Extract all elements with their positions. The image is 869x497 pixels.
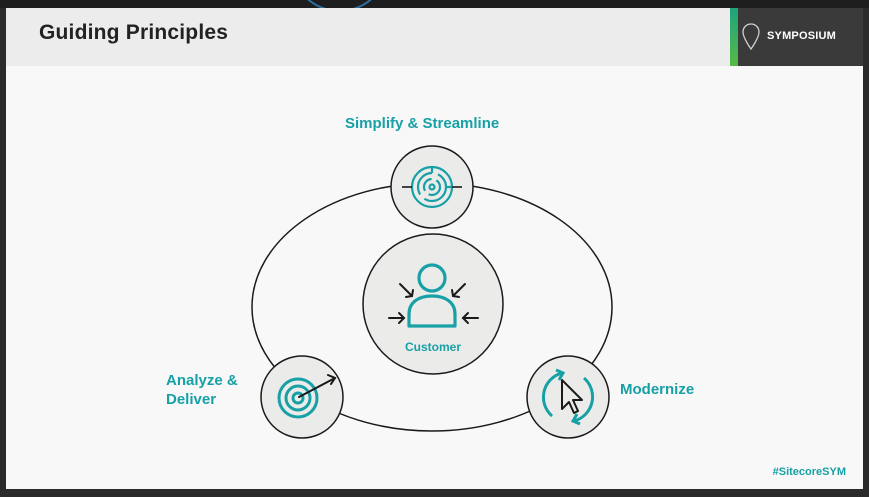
- customer-label: Customer: [404, 340, 461, 354]
- customer-node: [362, 233, 504, 375]
- slide-title: Guiding Principles: [39, 21, 229, 44]
- modernize-label: Modernize: [620, 381, 695, 398]
- customer-caption-wrap: Customer: [363, 234, 503, 374]
- analyze-label-line1: Analyze &: [166, 372, 238, 389]
- analyze-label-line2: Deliver: [166, 391, 217, 408]
- modernize-node: [526, 355, 610, 439]
- brand-stripe: [730, 8, 738, 66]
- location-pin-icon: [742, 23, 760, 51]
- simplify-node: [390, 145, 474, 229]
- brand-logo: SYMPOSIUM: [730, 8, 863, 66]
- principles-diagram: [251, 145, 613, 439]
- window-top-strip: [0, 0, 869, 8]
- slide: Guiding Principles SYMPOSIUM: [6, 8, 863, 489]
- simplify-label: Simplify & Streamline: [345, 115, 500, 132]
- analyze-node: [260, 355, 344, 439]
- target-icon: [277, 377, 319, 419]
- brand-name: SYMPOSIUM: [767, 30, 837, 42]
- user-focus-icon: [388, 263, 479, 328]
- hashtag: #SitecoreSYM: [772, 466, 846, 478]
- slide-header: Guiding Principles SYMPOSIUM: [6, 8, 863, 66]
- cursor-refresh-icon: [541, 368, 595, 426]
